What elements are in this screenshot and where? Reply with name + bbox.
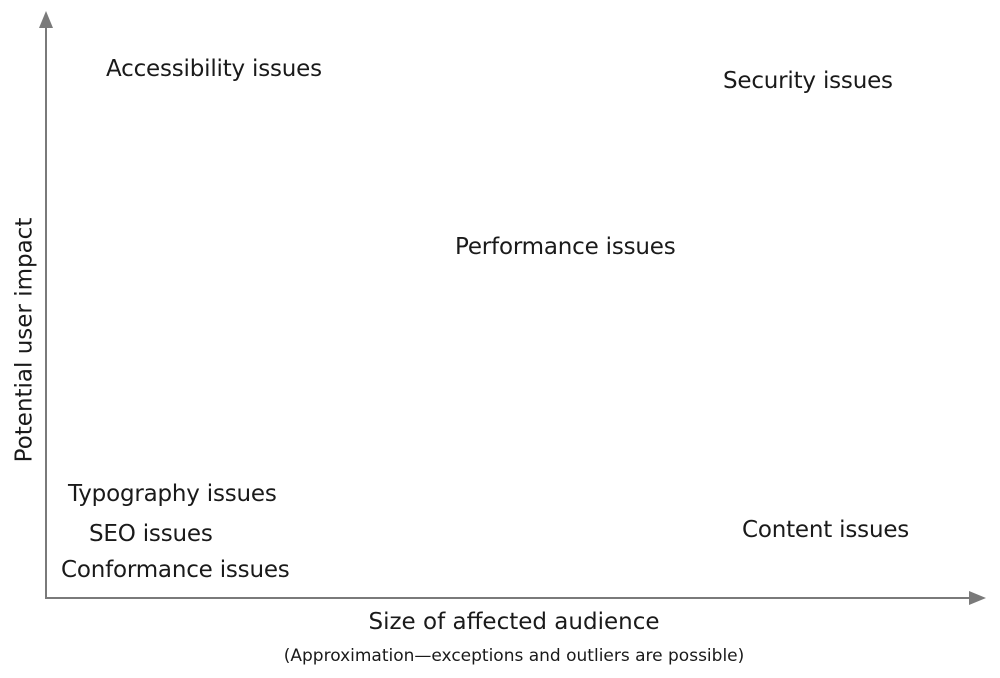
label-typography-issues: Typography issues [68, 481, 277, 507]
label-seo-issues: SEO issues [89, 521, 213, 547]
x-axis-title: Size of affected audience [368, 609, 660, 635]
x-axis-arrow-icon [969, 591, 986, 605]
y-axis-arrow-icon [39, 11, 53, 28]
label-conformance-issues: Conformance issues [61, 557, 290, 583]
x-axis-note: (Approximation—exceptions and outliers a… [283, 646, 745, 666]
label-security-issues: Security issues [723, 68, 893, 94]
label-accessibility-issues: Accessibility issues [106, 56, 322, 82]
label-content-issues: Content issues [742, 517, 910, 543]
label-performance-issues: Performance issues [455, 234, 676, 260]
y-axis-title: Potential user impact [11, 217, 38, 463]
